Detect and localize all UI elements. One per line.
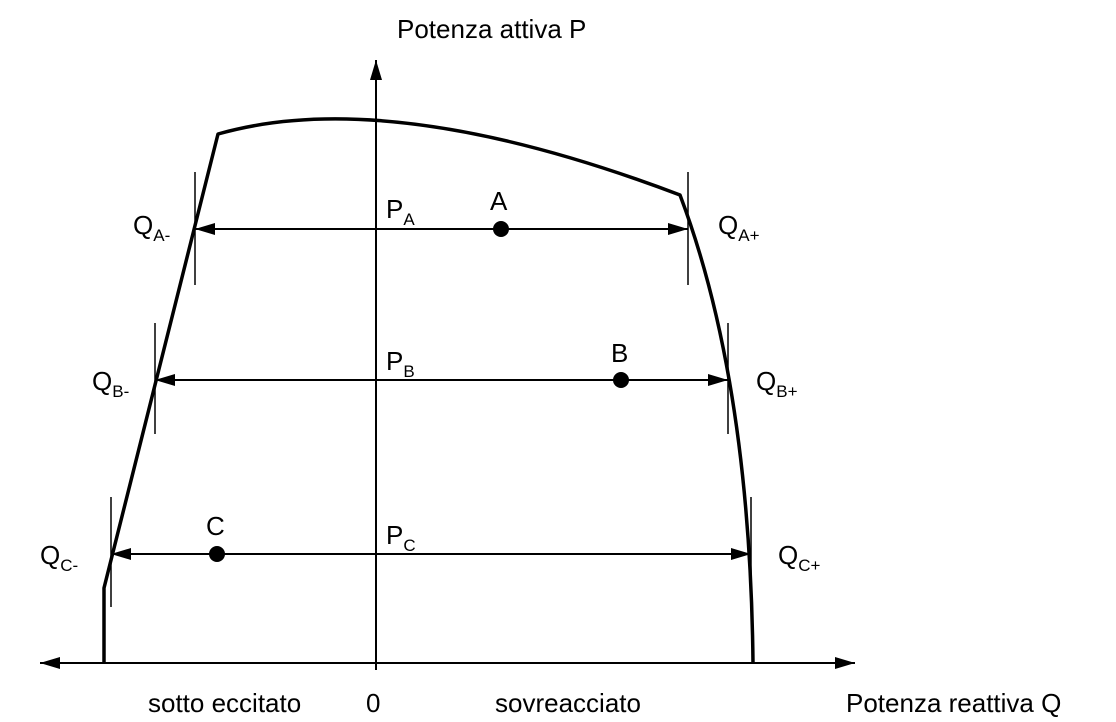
point-a xyxy=(493,221,509,237)
level-c-p-label: PC xyxy=(386,520,416,555)
level-b-p-label: PB xyxy=(386,346,415,381)
right-region-label: sovreacciato xyxy=(495,688,641,718)
capability-curve xyxy=(102,117,755,664)
level-a-p-label: PA xyxy=(386,194,415,229)
level-b-qneg-label: QB- xyxy=(92,366,129,401)
level-a-qneg-label: QA- xyxy=(133,210,170,245)
point-c-label: C xyxy=(206,511,225,541)
point-b xyxy=(613,372,629,388)
x-axis-label: Potenza reattiva Q xyxy=(846,688,1061,718)
point-b-label: B xyxy=(611,338,628,368)
level-c-qpos-label: QC+ xyxy=(778,540,821,575)
point-c xyxy=(209,546,225,562)
y-axis-label: Potenza attiva P xyxy=(397,14,586,44)
level-c-qneg-label: QC- xyxy=(40,540,78,575)
level-b-qpos-label: QB+ xyxy=(756,366,798,401)
point-a-label: A xyxy=(490,186,508,216)
origin-label: 0 xyxy=(366,688,380,718)
left-region-label: sotto eccitato xyxy=(148,688,301,718)
level-a-qpos-label: QA+ xyxy=(718,210,760,245)
